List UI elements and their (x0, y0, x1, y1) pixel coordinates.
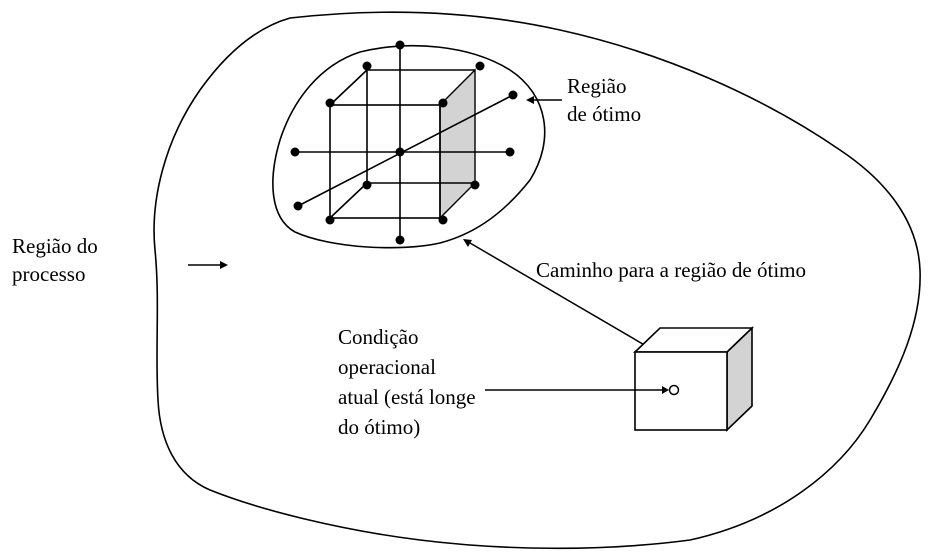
design-point (438, 215, 448, 225)
design-point (325, 98, 335, 108)
design-axes (295, 45, 514, 240)
optimum-cube-edges (329, 69, 475, 219)
design-point (395, 235, 405, 245)
path-to-optimum-label: Caminho para a região de ótimo (536, 256, 806, 284)
design-point (438, 98, 448, 108)
design-point (362, 61, 372, 71)
design-point (325, 215, 335, 225)
design-points (290, 40, 518, 245)
design-point (475, 61, 485, 71)
process-region-arrow (188, 261, 228, 269)
optimum-region-arrow (526, 96, 562, 104)
current-condition-label-line: do ótimo) (338, 415, 421, 439)
design-point (290, 147, 300, 157)
current-condition-arrow (485, 386, 669, 394)
current-condition-label-line: operacional (338, 355, 436, 379)
path-to-optimum-arrow (463, 239, 666, 358)
optimum-cube-side-face (439, 68, 476, 220)
path-to-optimum-label-text: Caminho para a região de ótimo (536, 258, 806, 282)
current-condition-label-line: atual (está longe (338, 385, 476, 409)
optimum-region-label: Região de ótimo (567, 72, 641, 128)
design-point (395, 147, 405, 157)
current-condition-point (668, 384, 680, 396)
current-condition-label: Condição operacional atual (está longe d… (338, 322, 476, 442)
process-region-label-line: Região do (12, 234, 98, 258)
design-point (505, 147, 515, 157)
optimum-region-label-line: Região (567, 74, 627, 98)
current-condition-label-line: Condição (338, 325, 419, 349)
current-condition-cube (633, 326, 754, 432)
design-point (293, 201, 303, 211)
optimum-region-label-line: de ótimo (567, 102, 642, 126)
design-point (362, 180, 372, 190)
process-region-label: Região do processo (12, 232, 98, 288)
design-point (508, 90, 518, 100)
design-point (395, 40, 405, 50)
optimum-region-boundary (272, 45, 546, 249)
design-point (470, 180, 480, 190)
process-region-boundary (153, 11, 921, 550)
process-region-label-line: processo (12, 262, 86, 286)
